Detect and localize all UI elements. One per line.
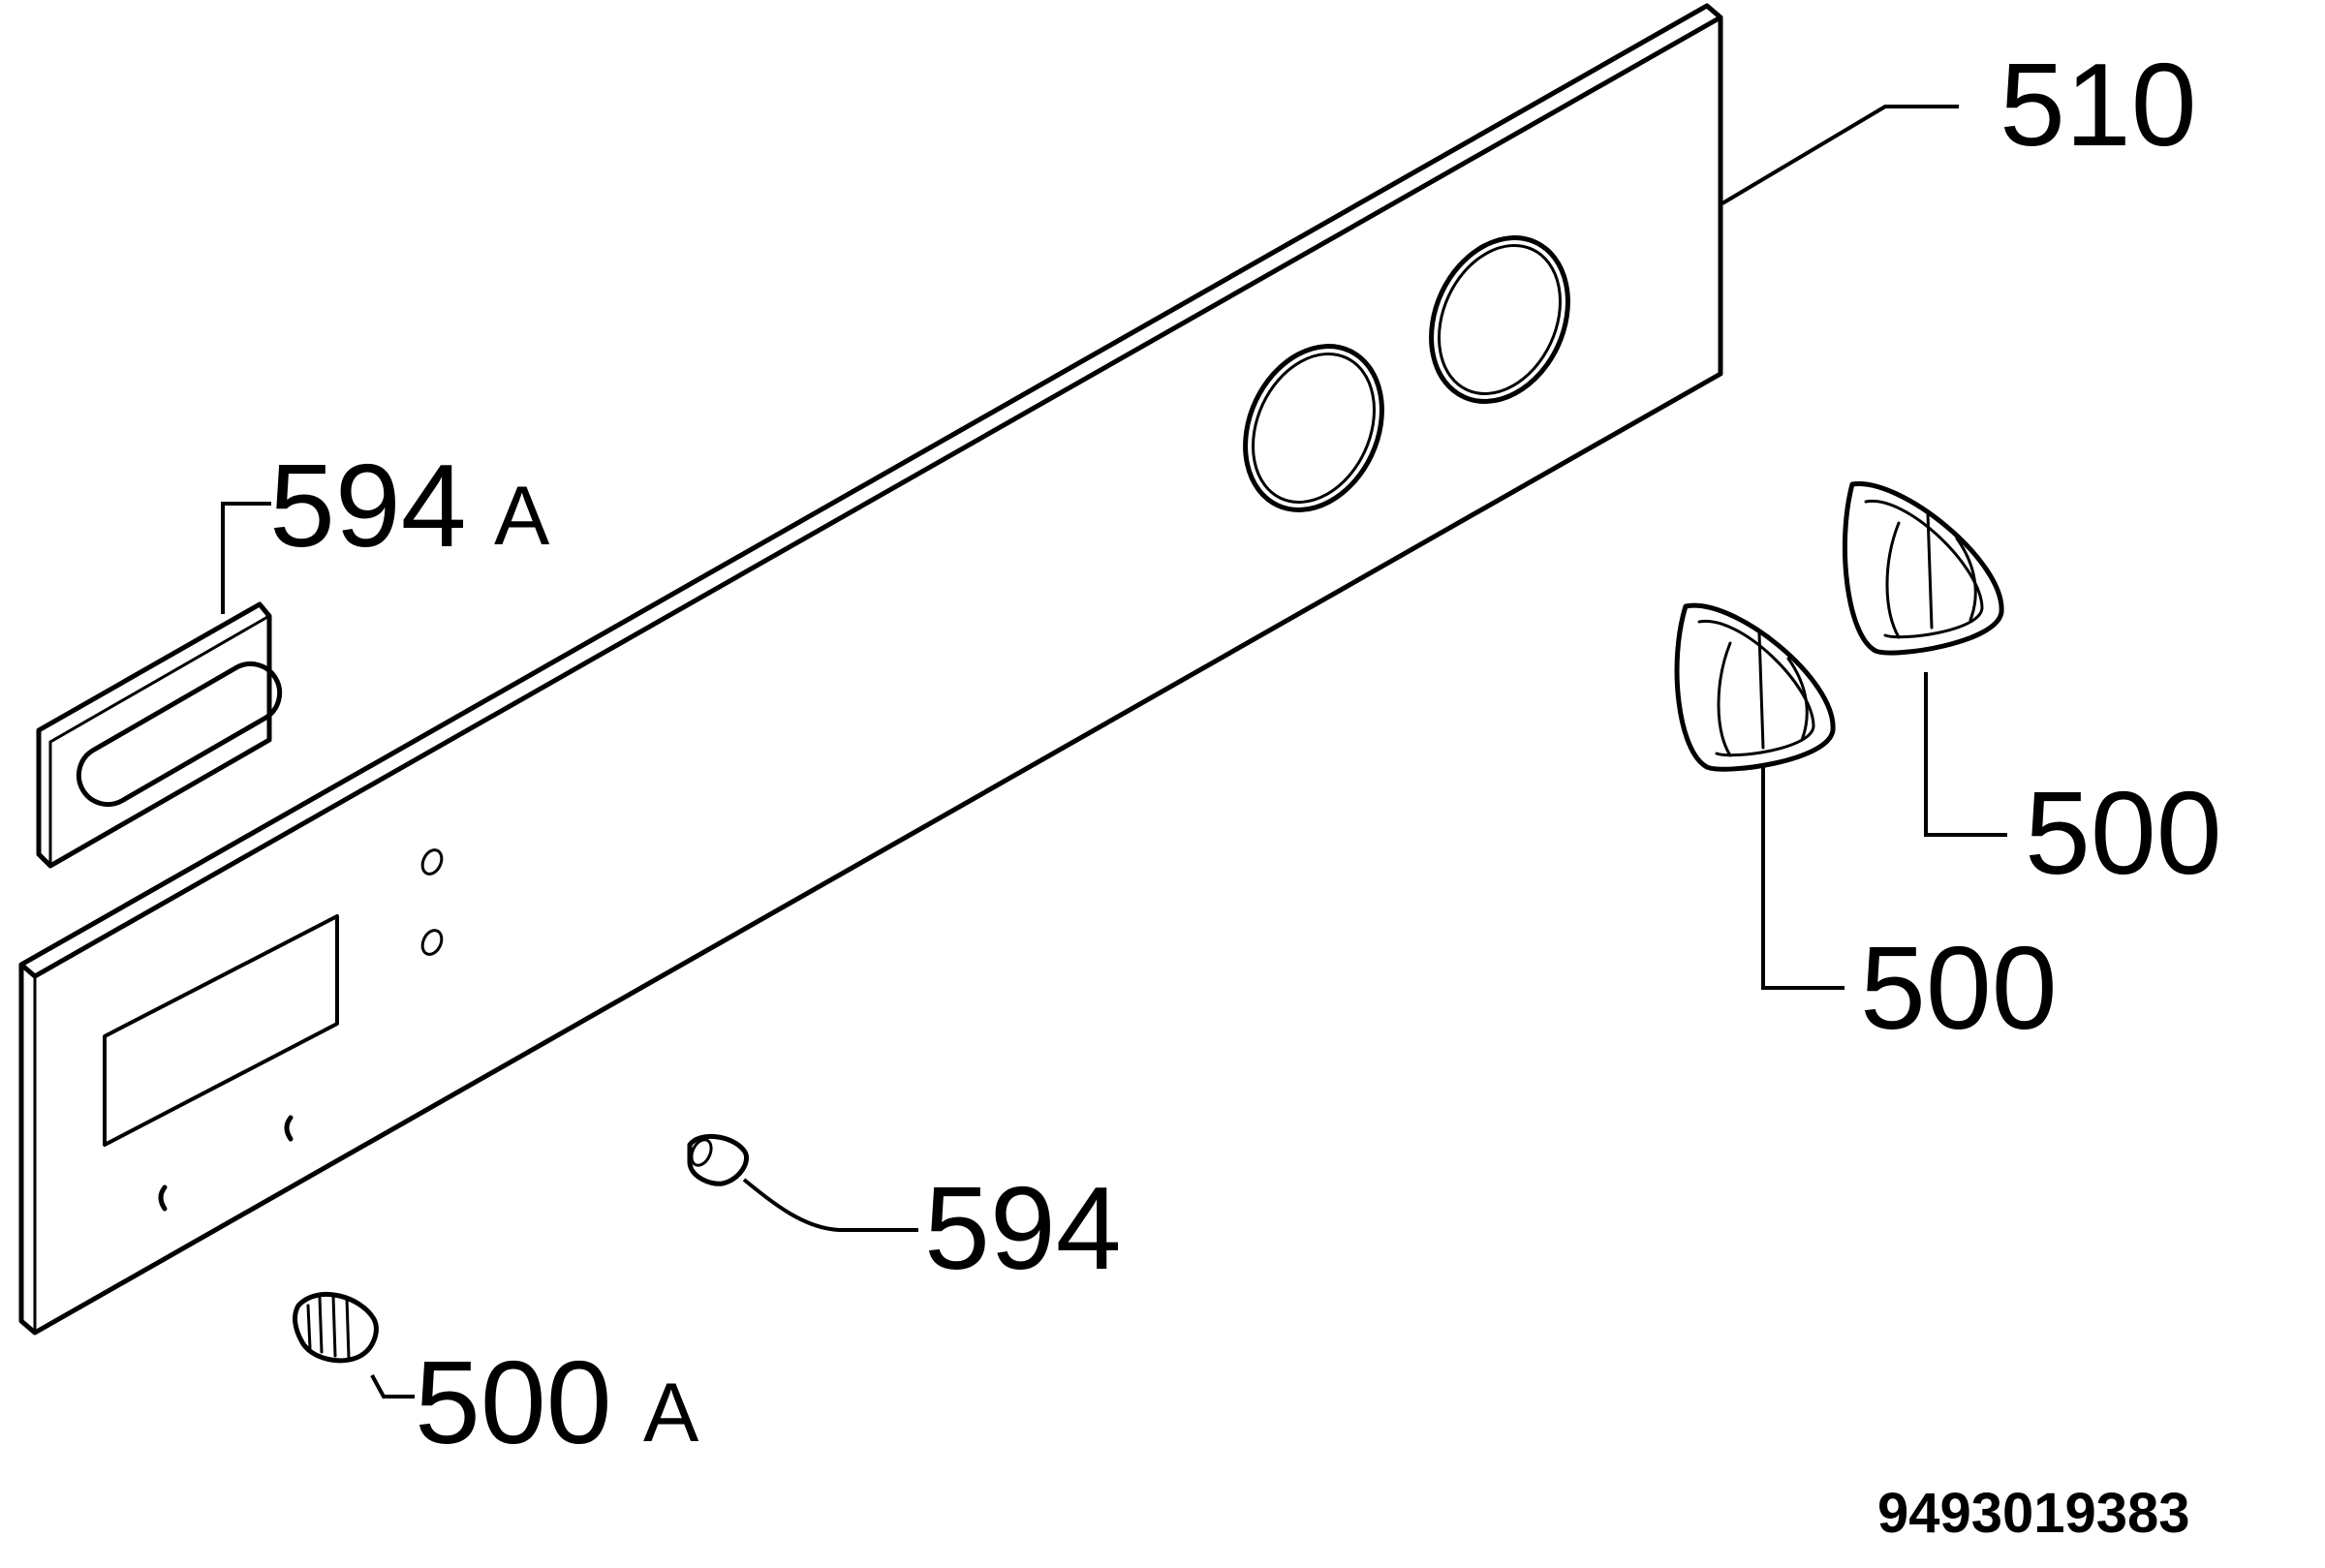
knob-hole [1429,235,1570,404]
knob-hole [1243,344,1384,512]
leader-line-panel [1720,105,1959,205]
callout-knob-front: 500 [1860,922,2058,1054]
push-button [687,1133,749,1186]
callout-button: 594 [924,1162,1122,1294]
leader-line-button [742,1178,918,1232]
trim-slot [76,661,283,807]
callout-panel: 510 [2000,39,2197,170]
leader-line-knob-front [1761,765,1844,990]
panel-mark [158,1184,168,1212]
indicator-hole [420,848,444,876]
small-knob [293,1291,379,1364]
leader-line-small-knob [370,1374,415,1399]
control-knob-rear [1843,481,2004,656]
indicator-hole [420,929,444,956]
control-panel [18,3,1723,1336]
leader-line-knob-rear [1924,672,2007,837]
knob-hole [1438,243,1562,396]
callout-knob-rear: 500 [2025,767,2222,899]
document-number: 9493019383 [1877,1482,2190,1545]
leader-line-trim-strip [221,502,271,614]
control-knob-front [1674,602,1836,772]
knob-hole [1252,352,1376,505]
panel-mark [284,1115,294,1142]
display-window [103,914,339,1147]
callout-trim-strip: 594 [269,440,467,571]
callout-small-knob-suffix: A [643,1367,699,1460]
trim-strip [36,601,283,869]
callout-trim-strip-suffix: A [494,470,550,563]
callout-small-knob: 500 [415,1337,612,1468]
